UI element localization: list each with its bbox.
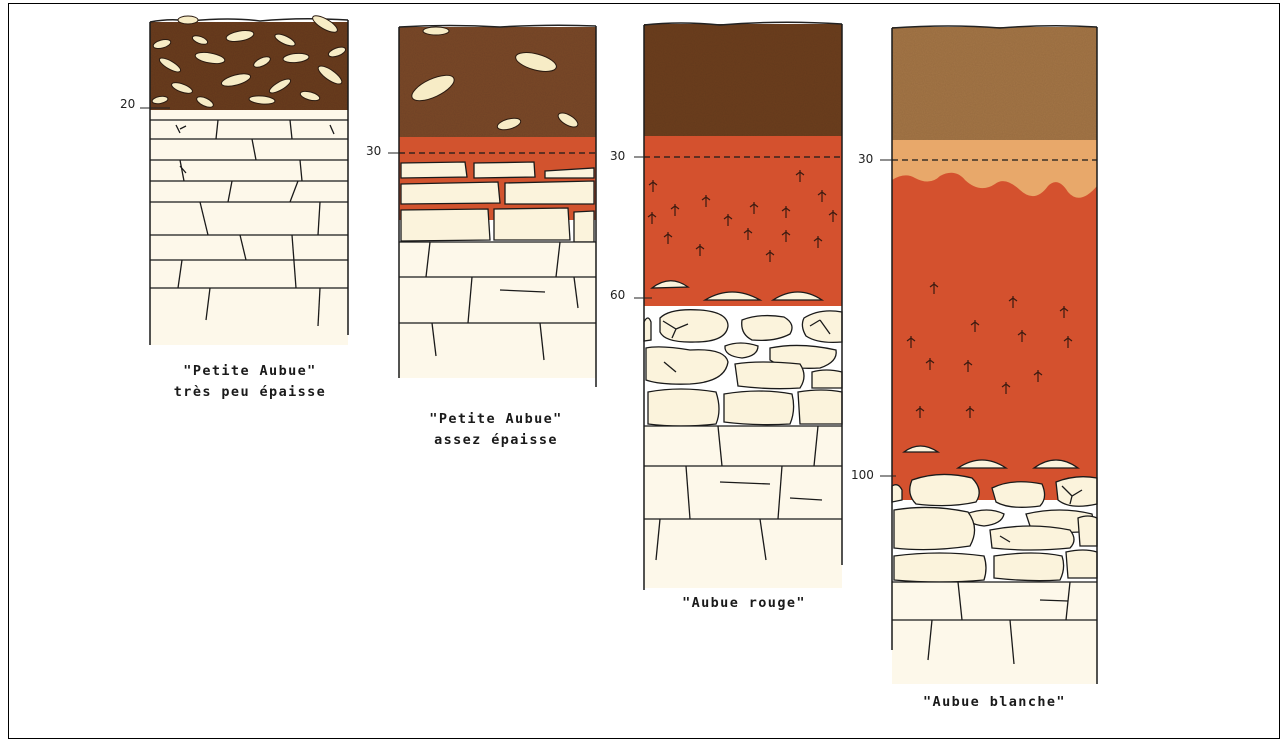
caption-aubue-rouge: "Aubue rouge" (644, 593, 844, 614)
depth-label: 30 (858, 152, 873, 166)
profile-aubue-blanche (880, 26, 1097, 684)
topsoil-horizon (892, 27, 1097, 140)
limestone-bedrock (644, 426, 842, 588)
caption-line-2: très peu épaisse (150, 382, 350, 403)
limestone-bedrock (892, 582, 1097, 684)
caption-petite-aubue-tres-peu-epaisse: "Petite Aubue" très peu épaisse (150, 361, 350, 403)
limestone-blocks (401, 162, 594, 242)
depth-label: 100 (851, 468, 874, 482)
caption-line-1: "Petite Aubue" (150, 361, 350, 382)
depth-label: 20 (120, 97, 135, 111)
caption-aubue-blanche: "Aubue blanche" (882, 692, 1107, 713)
topsoil-horizon (644, 24, 842, 136)
profile-aubue-rouge (634, 22, 842, 590)
caption-line-1: "Aubue rouge" (644, 593, 844, 614)
top-surface-line (399, 25, 596, 27)
caption-line-1: "Aubue blanche" (882, 692, 1107, 713)
caption-line-1: "Petite Aubue" (396, 409, 596, 430)
depth-label: 30 (610, 149, 625, 163)
depth-label: 30 (366, 144, 381, 158)
profile-petite-aubue-assez-epaisse (388, 25, 596, 387)
profile-petite-aubue-tres-peu-epaisse (140, 13, 348, 345)
caption-line-2: assez épaisse (396, 430, 596, 451)
caption-petite-aubue-assez-epaisse: "Petite Aubue" assez épaisse (396, 409, 596, 451)
depth-label: 60 (610, 288, 625, 302)
limestone-bedrock (399, 242, 596, 378)
